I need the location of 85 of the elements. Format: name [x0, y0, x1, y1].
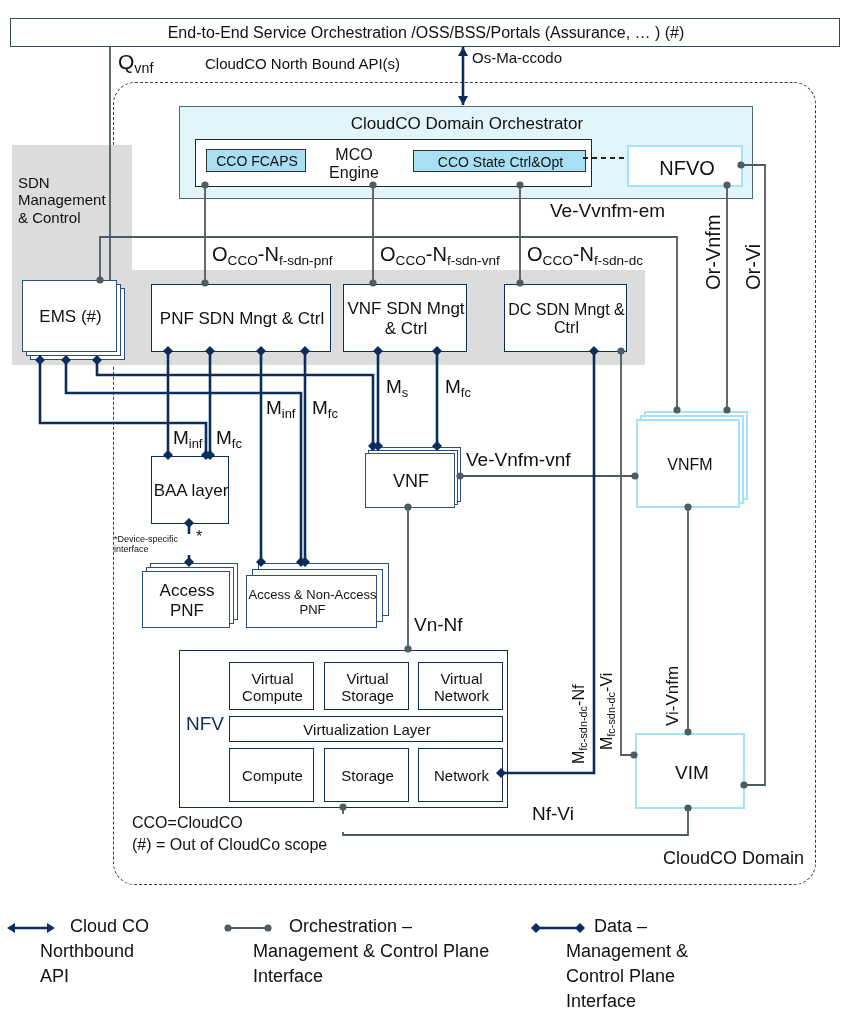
node-label: Storage	[341, 767, 394, 785]
node-label: CloudCO Domain	[662, 847, 804, 869]
connector	[432, 346, 442, 451]
connector	[369, 181, 377, 287]
node-label: Virtual Network	[433, 669, 490, 705]
connector	[684, 503, 692, 736]
layer-box	[229, 716, 503, 742]
legend-label: Cloud CO Northbound API	[40, 915, 151, 988]
orchestrator-box	[179, 106, 753, 199]
connector	[163, 346, 173, 460]
legend-label: Data – Management & Control Plane Interface	[566, 915, 690, 1013]
node-label: NFV	[186, 713, 224, 735]
edge-label: M$_{s}$	[384, 377, 411, 398]
node-label: Access & Non-Access PNF	[247, 587, 378, 618]
resource-box	[418, 662, 503, 710]
ems-stack	[22, 280, 125, 360]
connector	[92, 355, 378, 451]
function-box	[206, 149, 306, 172]
node-label: PNF SDN Mngt & Ctrl	[159, 309, 325, 329]
node-label: BAA layer	[153, 481, 229, 501]
edge-label: M$_{fc}$	[443, 377, 473, 398]
nfv-box	[179, 650, 508, 808]
connector	[496, 346, 599, 778]
engine-box	[195, 139, 592, 187]
node-label: VIM	[675, 762, 709, 784]
connector	[256, 346, 266, 567]
node-label: Network	[434, 767, 489, 785]
node-label: Compute	[242, 767, 303, 785]
connector	[61, 355, 306, 567]
connector	[617, 347, 638, 759]
connector	[300, 346, 310, 567]
connector	[35, 355, 211, 460]
resource-box	[324, 748, 409, 802]
node-label: Virtual Storage	[340, 669, 395, 705]
edge-label: M$_{fc}$	[214, 428, 244, 449]
shaded-panel	[12, 145, 132, 365]
node-label: VNF	[393, 471, 429, 492]
resource-box	[229, 748, 314, 802]
device-stack	[246, 563, 389, 628]
node-label: VNF SDN Mngt & Ctrl	[346, 299, 466, 339]
node-label: NFVO	[659, 156, 715, 180]
node-label: Access PNF	[158, 580, 216, 621]
controller-box	[504, 284, 627, 352]
node-label: EMS (#)	[39, 307, 102, 327]
header-box	[10, 18, 840, 47]
connector	[205, 346, 215, 460]
resource-box	[418, 748, 503, 802]
node-label: CloudCO Domain Orchestrator	[350, 114, 584, 134]
node-label: SDN Management & Control	[18, 174, 107, 226]
layer-box	[151, 456, 229, 524]
node-label: CCO FCAPS	[216, 153, 298, 170]
dashed-connector	[582, 157, 626, 159]
node-label: MCO Engine	[328, 145, 380, 183]
connector	[373, 346, 383, 451]
legend-label: Orchestration – Management & Control Plane Interface	[253, 915, 491, 988]
node-label: DC SDN Mngt & Ctrl	[507, 300, 626, 338]
connector	[516, 181, 524, 287]
node-label: Virtualization Layer	[303, 721, 431, 739]
edge-label: M$_{inf}$	[171, 428, 205, 449]
note-text: *Device-specific interface	[114, 534, 194, 555]
controller-box	[343, 284, 467, 352]
node-label: Virtual Compute	[241, 669, 304, 705]
node-label: VNFM	[667, 456, 713, 475]
resource-box	[229, 662, 314, 710]
connector	[737, 161, 766, 789]
vnfm-stack	[636, 411, 748, 508]
connector	[723, 181, 731, 414]
vnf-stack	[365, 447, 461, 508]
edge-label: M$_{fc}$	[310, 398, 340, 419]
node-label: CCO State Ctrl&Opt	[437, 153, 564, 171]
device-stack	[142, 563, 238, 628]
connector	[339, 803, 692, 836]
resource-box	[324, 662, 409, 710]
connector	[456, 472, 639, 480]
connector	[109, 46, 111, 281]
connector	[201, 181, 209, 287]
connector	[96, 236, 681, 414]
controller-box	[151, 284, 331, 352]
node-label: End-to-End Service Orchestration /OSS/BSS/Portals (Assurance, … ) (#)	[167, 24, 685, 43]
vim-box	[635, 733, 745, 809]
nfvo-box	[627, 145, 743, 187]
edge-label: M$_{inf}$	[264, 398, 298, 419]
function-box	[413, 150, 586, 172]
double-arrow	[458, 47, 468, 105]
connector	[404, 503, 412, 653]
